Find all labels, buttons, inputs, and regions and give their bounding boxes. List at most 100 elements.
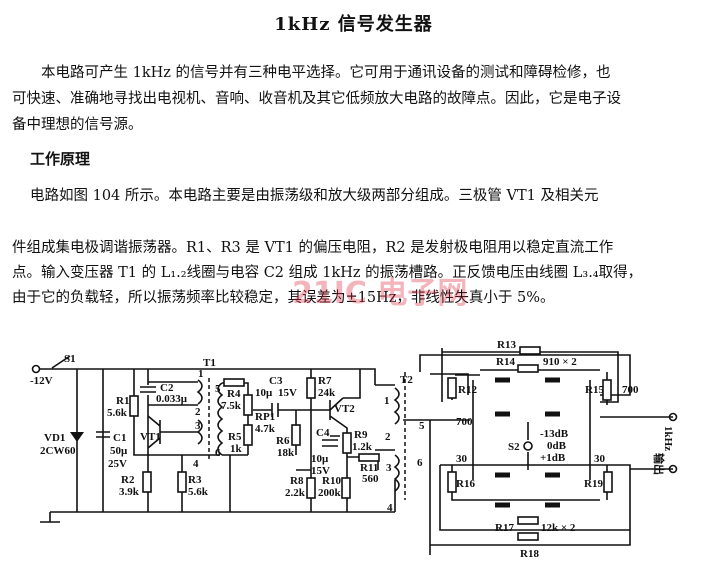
- transistors: [147, 400, 331, 449]
- resistor-r12: [447, 377, 457, 399]
- oscillator-wires: [31, 355, 400, 523]
- label-r10-value: 200k: [318, 487, 342, 499]
- potentiometer-rp1: [243, 394, 253, 416]
- resistor-r14: [517, 364, 539, 373]
- label-output: 输出: [652, 453, 666, 475]
- output-terminal-2[interactable]: [668, 464, 678, 474]
- label-t1: T1: [203, 357, 216, 369]
- label-r19: R19: [584, 478, 603, 490]
- label-pin: 6: [417, 457, 423, 469]
- resistor-r7: [306, 377, 316, 399]
- label-pin: 2: [195, 406, 201, 418]
- zener-diode-vd1: [70, 432, 84, 442]
- label-r17: R17: [495, 522, 514, 534]
- label-supply: -12V: [30, 375, 53, 387]
- label-c2: C2: [160, 382, 174, 394]
- resistor-r8: [306, 477, 316, 499]
- label-r3: R3: [188, 474, 202, 486]
- switch-contacts: [495, 377, 560, 508]
- circuit-labels: S1 -12V VD1 2CW60 C1 50μ 25V R1 5.6k C2 …: [30, 339, 674, 560]
- label-level-minus13db: -13dB: [540, 428, 569, 440]
- resistor-r11: [358, 453, 380, 462]
- label-c2-value: 0.033μ: [156, 393, 188, 405]
- switch-s2-pivot[interactable]: [523, 441, 533, 451]
- label-pin: 5: [419, 420, 425, 432]
- resistor-r17: [517, 516, 539, 525]
- label-r4-value: 7.5k: [221, 400, 242, 412]
- resistor-r16: [447, 471, 457, 493]
- label-c3-value: 10μ: [255, 387, 273, 399]
- label-c1-value: 50μ: [110, 445, 128, 457]
- body-line-3: 点。输入变压器 T1 的 L₁.₂线圈与电容 C2 组成 1kHz 的振荡槽路。…: [12, 265, 643, 281]
- intro-line-1: 本电路可产生 1kHz 的信号并有三种电平选择。它可用于通讯设备的测试和障碍检修…: [12, 65, 611, 81]
- transformer-cores: [208, 372, 406, 500]
- label-r3-value: 5.6k: [188, 486, 209, 498]
- label-c1-voltage: 25V: [108, 458, 127, 470]
- label-700-left: 700: [456, 416, 473, 428]
- label-r1-value: 5.6k: [107, 407, 128, 419]
- label-pin: 4: [193, 458, 199, 470]
- label-r17-r18-value: 12k × 2: [541, 522, 576, 534]
- label-pin: 4: [387, 502, 393, 514]
- label-c3-voltage: 15V: [278, 387, 297, 399]
- label-r8: R8: [290, 475, 304, 487]
- label-pin: 2: [385, 431, 391, 443]
- label-r11-value: 560: [362, 473, 379, 485]
- page-title: 1kHz 信号发生器: [274, 14, 433, 35]
- label-r15: R15: [585, 384, 604, 396]
- label-700-right: 700: [622, 384, 639, 396]
- watermark: 21IC 电子网: [292, 276, 468, 311]
- resistor-r1: [129, 395, 139, 417]
- label-r5: R5: [228, 431, 242, 443]
- label-r7: R7: [318, 375, 332, 387]
- label-r14-r15-value: 910 × 2: [543, 356, 577, 368]
- resistor-r6: [291, 424, 301, 446]
- label-r10: R10: [322, 475, 341, 487]
- label-output-frequency: 1kHz: [662, 426, 674, 451]
- label-r2: R2: [121, 474, 135, 486]
- resistor-r10: [341, 477, 351, 499]
- label-rp1-value: 4.7k: [255, 423, 276, 435]
- resistor-r15: [602, 379, 612, 401]
- label-r7-value: 24k: [318, 387, 336, 399]
- label-vd1-value: 2CW60: [40, 445, 76, 457]
- label-r4: R4: [227, 388, 241, 400]
- intro-line-2: 可快速、准确地寻找出电视机、音响、收音机及其它低频放大电路的故障点。因此，它是电…: [12, 91, 621, 107]
- label-level-0db: 0dB: [547, 440, 567, 452]
- capacitors: [96, 386, 338, 447]
- label-c1: C1: [113, 432, 126, 444]
- label-r18: R18: [520, 548, 539, 560]
- label-c4: C4: [316, 427, 330, 439]
- label-rp1: RP1: [255, 411, 275, 423]
- body-line-4: 由于它的负载轻，所以振荡频率比较稳定，其误差为±15Hz，非线性失真小于 5%。: [12, 290, 555, 306]
- label-r16: R16: [456, 478, 475, 490]
- label-pin: 1: [384, 395, 390, 407]
- label-vt2: VT2: [334, 403, 355, 415]
- label-r8-value: 2.2k: [285, 487, 306, 499]
- resistor-r13: [519, 346, 541, 355]
- label-pin: 3: [195, 420, 201, 432]
- label-r14: R14: [496, 356, 515, 368]
- intro-line-3: 备中理想的信号源。: [12, 117, 143, 133]
- label-r1: R1: [116, 395, 129, 407]
- label-r2-value: 3.9k: [119, 486, 140, 498]
- body-line-2: 件组成集电极调谐振荡器。R1、R3 是 VT1 的偏压电阻，R2 是发射极电阻用…: [12, 240, 614, 256]
- resistor-r4: [223, 378, 245, 387]
- label-c4-voltage: 15V: [311, 465, 330, 477]
- label-r5-value: 1k: [230, 443, 243, 455]
- label-t2: T2: [400, 374, 413, 386]
- label-r11: R11: [360, 462, 378, 474]
- section-heading: 工作原理: [30, 150, 91, 168]
- label-s1: S1: [64, 353, 76, 365]
- output-terminal-1[interactable]: [668, 412, 678, 422]
- resistor-r3: [177, 471, 187, 493]
- label-r6-value: 18k: [277, 447, 295, 459]
- resistor-r19: [603, 471, 613, 493]
- label-r9: R9: [354, 429, 368, 441]
- resistor-r5: [243, 424, 253, 446]
- label-30-left: 30: [456, 453, 468, 465]
- label-r9-value: 1.2k: [352, 441, 373, 453]
- label-vd1: VD1: [44, 432, 65, 444]
